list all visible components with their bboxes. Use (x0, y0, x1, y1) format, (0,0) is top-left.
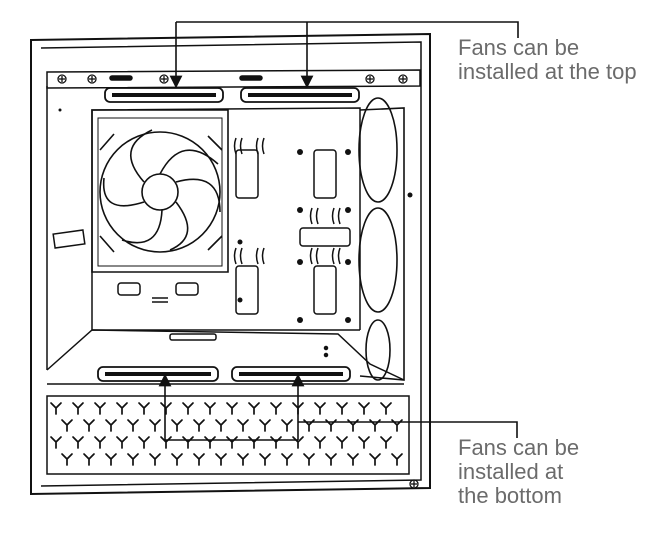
screw-icon (87, 74, 97, 84)
callout-top-line-2: installed at the top (458, 59, 637, 84)
vent-y-icon (237, 453, 249, 466)
vent-y-icon (226, 436, 238, 449)
bottom-callout-leader (158, 373, 518, 441)
vent-y-icon (105, 453, 117, 466)
vent-grille (46, 395, 410, 475)
vent-y-icon (116, 436, 128, 449)
vent-y-icon (248, 436, 260, 449)
vent-y-icon (171, 419, 183, 432)
vent-y-icon (127, 453, 139, 466)
vent-y-icon (336, 436, 348, 449)
vent-y-icon (61, 419, 73, 432)
vent-y-icon (160, 402, 172, 415)
vent-y-icon (94, 436, 106, 449)
top-fan-slot-right (240, 87, 360, 103)
top-callout-leader (169, 21, 519, 89)
vent-y-icon (204, 436, 216, 449)
screw-icon (159, 74, 169, 84)
bottom-fan-slot-left (97, 366, 219, 382)
callout-bottom-line-2: installed at (458, 459, 564, 484)
vent-y-icon (270, 402, 282, 415)
vent-y-icon (116, 402, 128, 415)
vent-y-icon (138, 436, 150, 449)
vent-pattern (50, 402, 403, 466)
vent-y-icon (215, 419, 227, 432)
vent-y-icon (358, 436, 370, 449)
vent-y-icon (270, 436, 282, 449)
vent-y-icon (369, 453, 381, 466)
vent-y-icon (347, 453, 359, 466)
callout-bottom-label: Fans can be installed at the bottom (458, 436, 579, 508)
callout-top-line-1: Fans can be (458, 35, 580, 60)
callout-bottom-line-1: Fans can be (458, 435, 580, 460)
vent-y-icon (72, 402, 84, 415)
cable-grommet-slits (233, 137, 341, 265)
vent-y-icon (336, 402, 348, 415)
bottom-fan-slot-right (231, 366, 351, 382)
screw-icon (365, 74, 375, 84)
top-rail (46, 69, 421, 370)
vent-y-icon (380, 402, 392, 415)
vent-y-icon (292, 436, 304, 449)
motherboard-tray (52, 107, 361, 341)
vent-y-icon (314, 436, 326, 449)
vent-y-icon (72, 436, 84, 449)
vent-y-icon (281, 453, 293, 466)
vent-y-icon (259, 419, 271, 432)
screw-icon (409, 479, 419, 489)
screw-icon (57, 74, 67, 84)
vent-y-icon (248, 402, 260, 415)
vent-y-icon (325, 453, 337, 466)
vent-y-icon (160, 436, 172, 449)
vent-y-icon (226, 402, 238, 415)
vent-y-icon (171, 453, 183, 466)
callout-top-label: Fans can be installed at the top (458, 36, 637, 84)
fan-icon (91, 109, 229, 273)
vent-y-icon (94, 402, 106, 415)
vent-y-icon (127, 419, 139, 432)
vent-y-icon (193, 453, 205, 466)
vent-y-icon (182, 402, 194, 415)
screw-icons (57, 74, 419, 489)
callout-bottom-line-3: the bottom (458, 483, 562, 508)
vent-y-icon (259, 453, 271, 466)
screw-icon (398, 74, 408, 84)
vent-y-icon (61, 453, 73, 466)
front-intake-fans (358, 97, 405, 381)
tray-standoffs (58, 108, 413, 323)
vent-y-icon (314, 402, 326, 415)
psu-shroud (46, 329, 405, 385)
vent-y-icon (281, 419, 293, 432)
vent-y-icon (149, 419, 161, 432)
vent-y-icon (237, 419, 249, 432)
vent-y-icon (303, 453, 315, 466)
vent-y-icon (138, 402, 150, 415)
vent-y-icon (391, 453, 403, 466)
vent-y-icon (193, 419, 205, 432)
vent-y-icon (358, 402, 370, 415)
case-outline (30, 32, 431, 496)
vent-y-icon (105, 419, 117, 432)
vent-y-icon (83, 453, 95, 466)
vent-y-icon (50, 436, 62, 449)
vent-y-icon (83, 419, 95, 432)
vent-y-icon (380, 436, 392, 449)
vent-y-icon (215, 453, 227, 466)
vent-y-icon (50, 402, 62, 415)
vent-y-icon (182, 436, 194, 449)
top-fan-slot-left (104, 87, 224, 103)
vent-y-icon (149, 453, 161, 466)
vent-y-icon (204, 402, 216, 415)
